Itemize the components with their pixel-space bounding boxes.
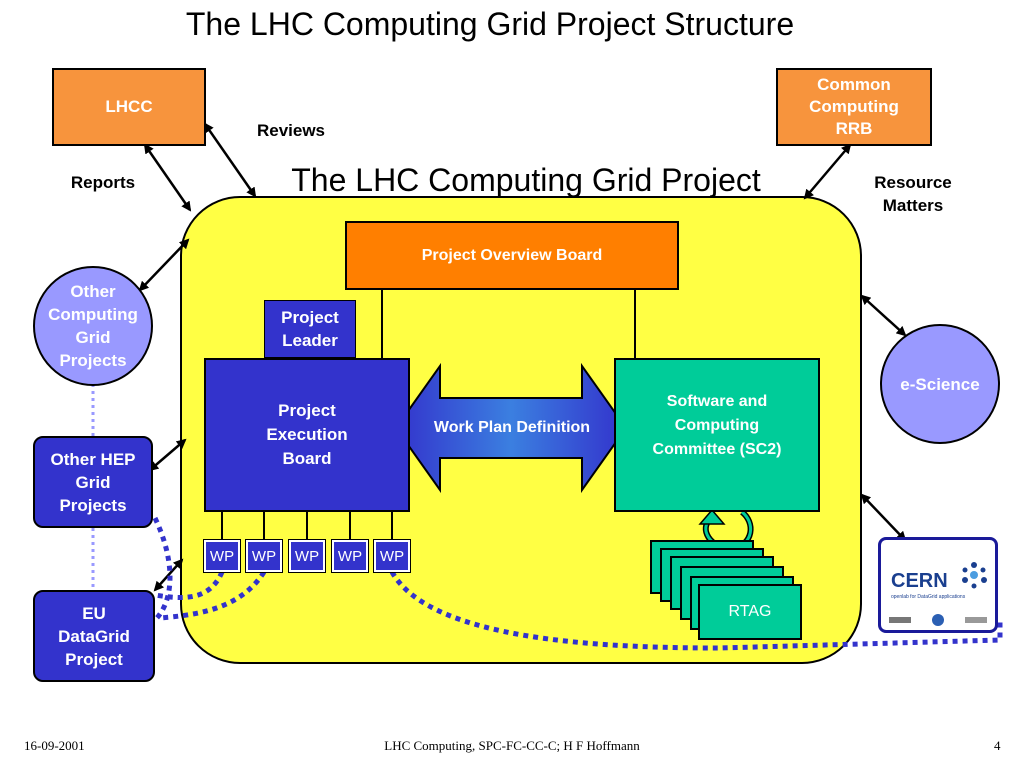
eu-datagrid-arrow [153,558,184,592]
rtag-loop-arrowhead [698,508,726,525]
wp-dotted-links [152,516,1003,651]
escience-circle: e-Science [880,324,1000,444]
rtag-box: RTAG [698,584,802,640]
lhcc-reviews-arrow [203,122,257,198]
other-computing-circle: Other Computing Grid Projects [33,266,153,386]
footer-page-number: 4 [994,738,1001,753]
rrb-resource-arrow [803,143,852,200]
project-execution-board: Project Execution Board [204,358,410,512]
slide-title: The LHC Computing Grid Project Structure [185,6,795,42]
reviews-label: Reviews [256,121,326,140]
project-leader-box: Project Leader [264,300,356,358]
footer-center: LHC Computing, SPC-FC-CC-C; H F Hoffmann [384,738,640,753]
reports-label: Reports [70,173,136,192]
resource-label: Resource Matters [874,173,952,215]
lhcc-reports-arrow [143,143,192,212]
eu-datagrid-box: EU DataGrid Project [33,590,155,682]
wp-box: WP [203,539,241,573]
other-hep-box: Other HEP Grid Projects [33,436,153,528]
cern-arrow [860,493,907,542]
wp-box: WP [245,539,283,573]
wp-box: WP [331,539,369,573]
lhcc-box: LHCC [52,68,206,146]
other-hep-arrow [148,438,187,472]
cern-openlab-logo: CERN openlab for DataGrid applications [878,537,998,633]
project-title: The LHC Computing Grid Project [291,162,761,198]
wp-ticks [221,512,393,540]
rrb-box: Common Computing RRB [776,68,932,146]
sc2-box: Software and Computing Committee (SC2) [614,358,820,512]
footer-date: 16-09-2001 [24,738,85,753]
cern-logo-star-icon [962,562,987,589]
cern-sponsor-strip [889,614,987,626]
cern-logo-subtext: openlab for DataGrid applications [891,594,966,600]
project-overview-board: Project Overview Board [345,221,679,290]
wp-box: WP [288,539,326,573]
work-plan-label: Work Plan Definition [433,419,591,436]
escience-arrow [860,294,907,337]
wp-box: WP [373,539,411,573]
other-computing-arrow [138,238,190,292]
cern-logo-text: CERN [891,570,948,592]
